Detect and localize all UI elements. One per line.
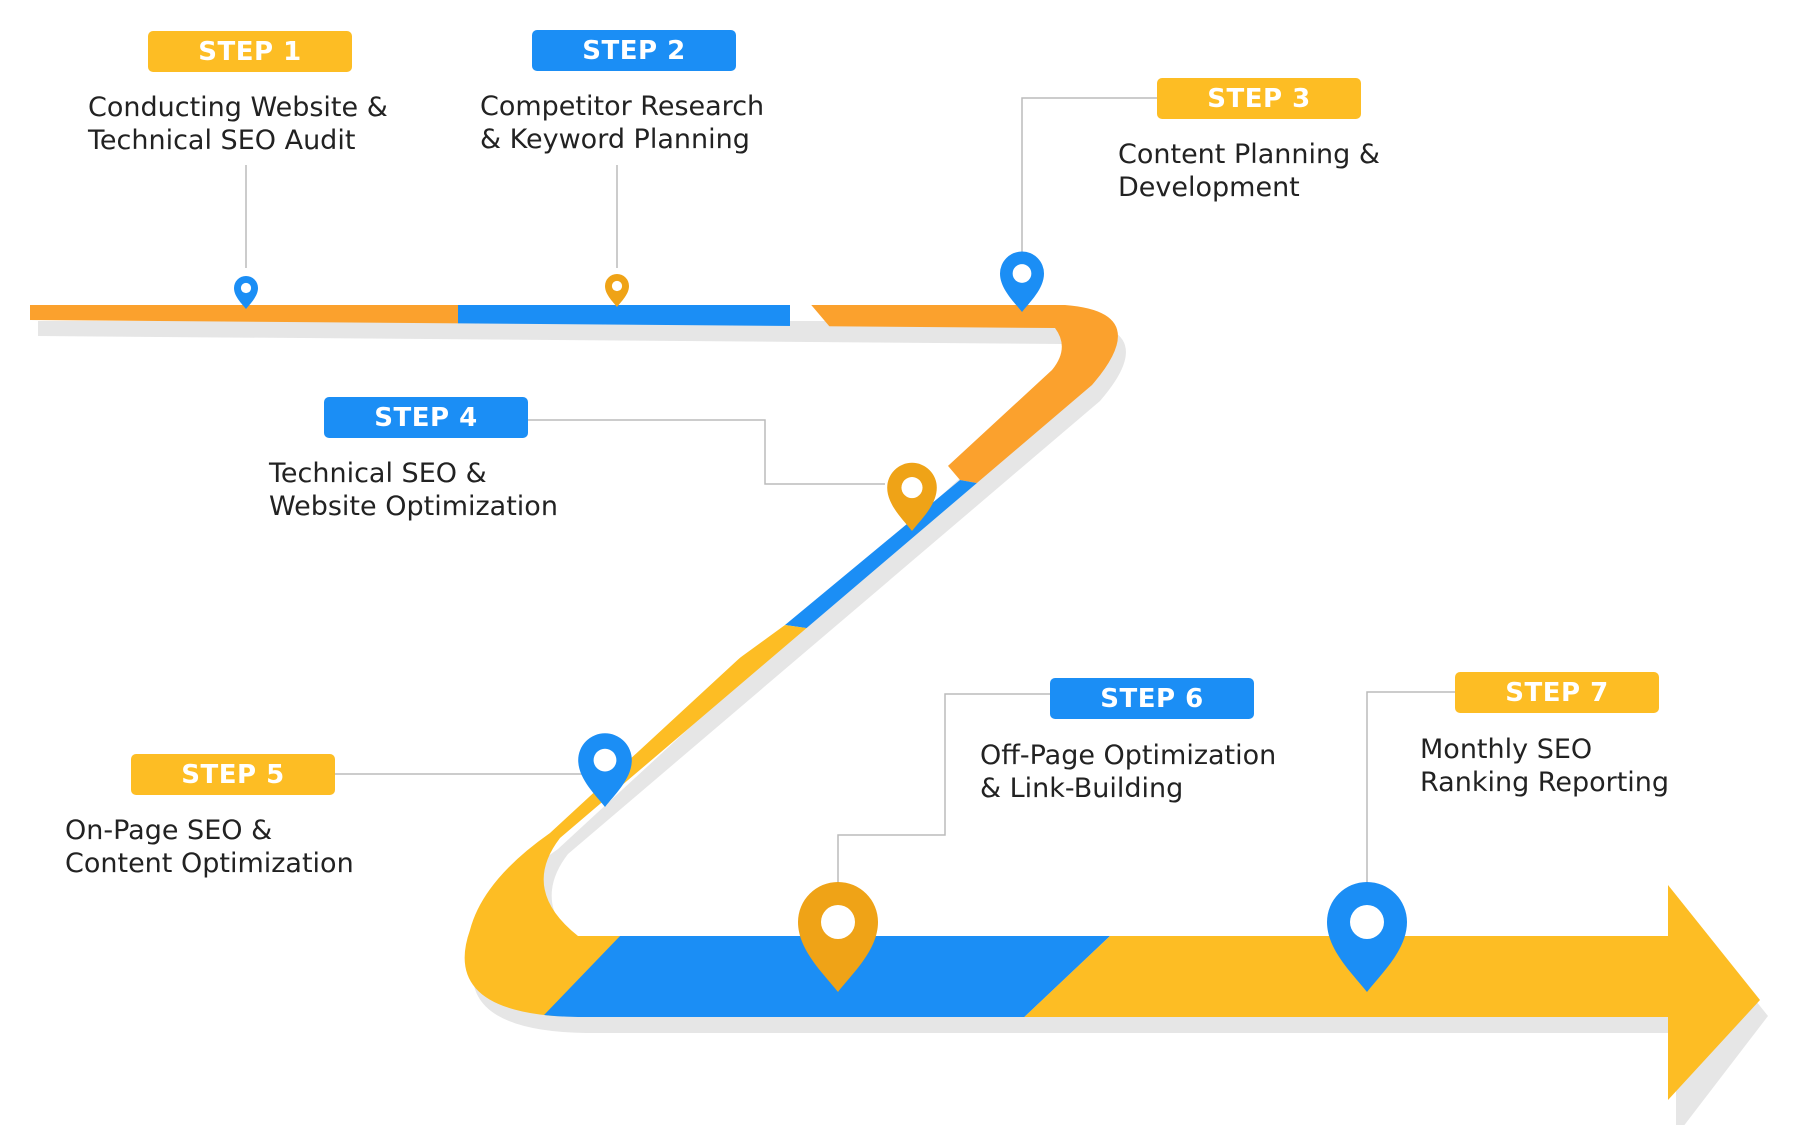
step-2-line-2: & Keyword Planning (480, 124, 750, 155)
step-3-badge (1157, 78, 1361, 119)
step-3-badge-text: STEP 3 (1207, 84, 1310, 114)
road-band-step3 (790, 305, 1200, 500)
step-7-line-1: Monthly SEO (1420, 734, 1592, 765)
step-4-badge-text: STEP 4 (374, 403, 477, 433)
step-1-badge-text: STEP 1 (198, 37, 301, 67)
map-pin-icon (578, 733, 632, 807)
step-5-line-1: On-Page SEO & (65, 815, 272, 846)
step-6-badge-text: STEP 6 (1100, 684, 1203, 714)
map-pin-icon (1327, 882, 1407, 992)
step-5-badge (131, 754, 335, 795)
step-7-badge-text: STEP 7 (1505, 678, 1608, 708)
connector-step7 (1366, 691, 1455, 885)
step-3-line-2: Development (1118, 172, 1300, 203)
road-band-step7 (1000, 936, 1668, 1017)
step-4-badge (324, 397, 528, 438)
step-labels: STEP 1 Conducting Website & Technical SE… (65, 30, 1669, 879)
connector-step4 (528, 419, 885, 485)
step-5-label: STEP 5 On-Page SEO & Content Optimizatio… (65, 754, 354, 879)
step-6-line-1: Off-Page Optimization (980, 740, 1276, 771)
step-1-label: STEP 1 Conducting Website & Technical SE… (87, 31, 388, 156)
map-pin-icon (234, 276, 258, 309)
step-3-label: STEP 3 Content Planning & Development (1118, 78, 1380, 203)
step-1-line-2: Technical SEO Audit (87, 125, 355, 156)
step-1-line-1: Conducting Website & (88, 92, 388, 123)
step-4-line-1: Technical SEO & (268, 458, 487, 489)
map-pins (234, 251, 1407, 992)
step-2-line-1: Competitor Research (480, 91, 764, 122)
map-pin-icon (605, 274, 629, 307)
step-4-label: STEP 4 Technical SEO & Website Optimizat… (268, 397, 558, 522)
arrow-head (1668, 885, 1760, 1100)
road-bands (30, 305, 1668, 1017)
step-6-badge (1050, 678, 1254, 719)
step-5-badge-text: STEP 5 (181, 760, 284, 790)
road-band-step6 (520, 936, 1110, 1017)
connectors (245, 97, 1455, 885)
step-7-line-2: Ranking Reporting (1420, 767, 1669, 798)
map-pin-icon (798, 882, 878, 992)
step-1-badge (148, 31, 352, 72)
map-pin-icon (1000, 251, 1044, 312)
step-7-label: STEP 7 Monthly SEO Ranking Reporting (1420, 672, 1669, 798)
step-3-line-1: Content Planning & (1118, 139, 1380, 170)
step-4-line-2: Website Optimization (269, 491, 558, 522)
step-2-badge (532, 30, 736, 71)
step-2-badge-text: STEP 2 (582, 36, 685, 66)
connector-step6 (837, 693, 1050, 885)
step-6-line-2: & Link-Building (980, 773, 1183, 804)
connector-step3 (1021, 97, 1165, 252)
step-7-badge (1455, 672, 1659, 713)
step-5-line-2: Content Optimization (65, 848, 354, 879)
step-2-label: STEP 2 Competitor Research & Keyword Pla… (480, 30, 764, 155)
map-pin-icon (887, 462, 937, 531)
step-6-label: STEP 6 Off-Page Optimization & Link-Buil… (980, 678, 1276, 804)
